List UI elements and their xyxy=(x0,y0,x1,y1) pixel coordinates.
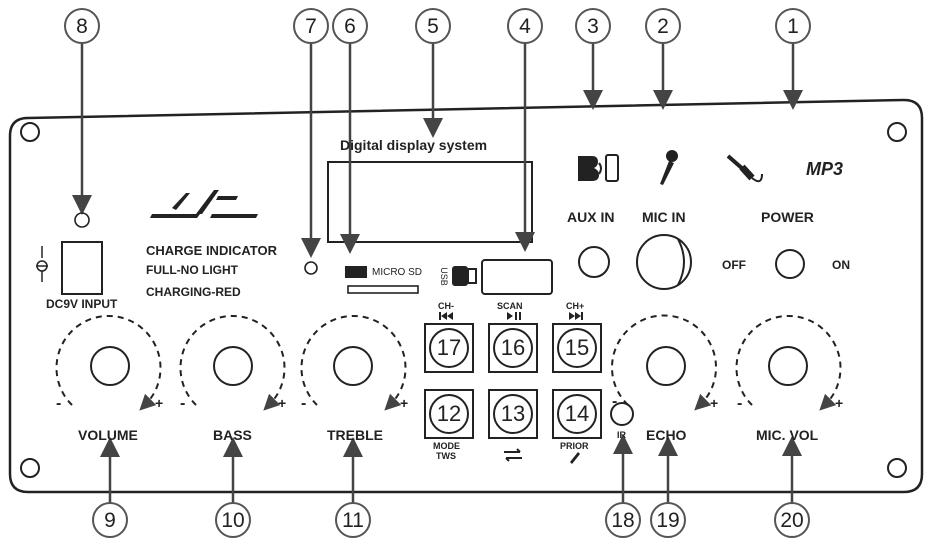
ch-plus-label: CH+ xyxy=(566,301,585,311)
callout-5: 5 xyxy=(427,15,439,38)
mount-hole-tr xyxy=(887,122,907,142)
power-led xyxy=(74,212,90,228)
button-16 xyxy=(488,323,538,373)
aux-in-label: AUX IN xyxy=(567,209,615,225)
mount-hole-bl xyxy=(20,458,40,478)
knob-bass xyxy=(179,315,286,411)
power-label: POWER xyxy=(761,209,814,225)
callout-2: 2 xyxy=(657,15,669,38)
mode-label: MODE xyxy=(433,441,460,451)
callout-8: 8 xyxy=(76,15,88,38)
treble-label: TREBLE xyxy=(327,427,383,443)
callout-6: 6 xyxy=(344,15,356,38)
ir-label: IR xyxy=(617,430,626,440)
volume-minus: - xyxy=(56,395,62,412)
bass-minus: - xyxy=(180,395,186,412)
callout-18: 18 xyxy=(611,509,635,532)
knob-volume xyxy=(55,315,162,411)
bass-plus: + xyxy=(278,395,287,411)
display-window xyxy=(327,161,533,243)
button-12 xyxy=(424,389,474,439)
power-switch xyxy=(775,249,805,279)
mic-vol-minus: - xyxy=(737,395,743,412)
microphone-icon xyxy=(660,150,678,185)
dc-input-label: DC9V INPUT xyxy=(46,297,118,311)
button-13 xyxy=(488,389,538,439)
aux-in-jack xyxy=(578,246,610,278)
callout-3: 3 xyxy=(587,15,599,38)
mic-in-label: MIC IN xyxy=(642,209,686,225)
micro-sd-icon xyxy=(345,266,367,278)
on-label: ON xyxy=(832,258,850,272)
mic-vol-label: MIC. VOL xyxy=(756,427,819,443)
callout-10: 10 xyxy=(221,509,245,532)
bass-label: BASS xyxy=(213,427,252,443)
usb-plug-icon xyxy=(452,266,477,286)
charge-charging-label: CHARGING-RED xyxy=(146,285,241,299)
button-13-label: 13 xyxy=(500,401,526,426)
knob-mic-vol xyxy=(735,315,842,411)
usb-port xyxy=(481,259,553,295)
treble-plus: + xyxy=(400,395,409,411)
prior-label: PRIOR xyxy=(560,441,589,451)
aux-plug-icon xyxy=(726,154,763,183)
mp3-label: MP3 xyxy=(806,159,844,179)
button-15 xyxy=(552,323,602,373)
callout-1: 1 xyxy=(787,15,799,38)
mount-hole-tl xyxy=(20,122,40,142)
ir-receiver xyxy=(610,402,634,426)
charge-indicator-title: CHARGE INDICATOR xyxy=(146,243,277,258)
prior-pen-icon xyxy=(570,452,580,464)
scan-label: SCAN xyxy=(497,301,523,311)
callout-11: 11 xyxy=(342,509,364,532)
mic-in-jack xyxy=(636,234,692,290)
button-12-label: 12 xyxy=(436,401,462,426)
button-17-label: 17 xyxy=(436,335,462,360)
usb-label: USB xyxy=(438,267,449,286)
callout-4: 4 xyxy=(519,15,531,38)
mount-hole-br xyxy=(887,458,907,478)
transport-icons xyxy=(439,312,583,320)
button-14 xyxy=(552,389,602,439)
button-16-label: 16 xyxy=(500,335,526,360)
dc-input-jack xyxy=(61,241,103,295)
echo-label: ECHO xyxy=(646,427,687,443)
charge-full-label: FULL-NO LIGHT xyxy=(146,263,238,277)
button-15-label: 15 xyxy=(564,335,590,360)
treble-minus: - xyxy=(301,395,307,412)
button-14-label: 14 xyxy=(564,401,590,426)
ch-minus-label: CH- xyxy=(438,301,454,311)
bluetooth-phone-icon xyxy=(578,154,619,182)
callout-19: 19 xyxy=(656,509,680,532)
micro-sd-slot xyxy=(347,285,419,294)
display-title: Digital display system xyxy=(340,137,488,153)
callout-20: 20 xyxy=(780,509,804,532)
echo-plus: + xyxy=(710,395,719,411)
hifi-logo xyxy=(150,190,258,218)
volume-plus: + xyxy=(155,395,164,411)
callout-9: 9 xyxy=(104,509,116,532)
charge-led xyxy=(304,261,318,275)
micro-sd-label: MICRO SD xyxy=(372,267,422,278)
button-17 xyxy=(424,323,474,373)
knob-echo xyxy=(611,314,717,411)
callout-7: 7 xyxy=(305,15,317,38)
off-label: OFF xyxy=(722,258,746,272)
mic-vol-plus: + xyxy=(835,395,844,411)
tws-label: TWS xyxy=(436,451,456,461)
volume-label: VOLUME xyxy=(78,427,138,443)
panel-outline xyxy=(8,98,924,494)
knob-treble xyxy=(300,315,407,411)
echo-minus: - xyxy=(612,393,618,410)
repeat-icon xyxy=(504,448,522,462)
dc-polarity-icon xyxy=(36,246,48,282)
